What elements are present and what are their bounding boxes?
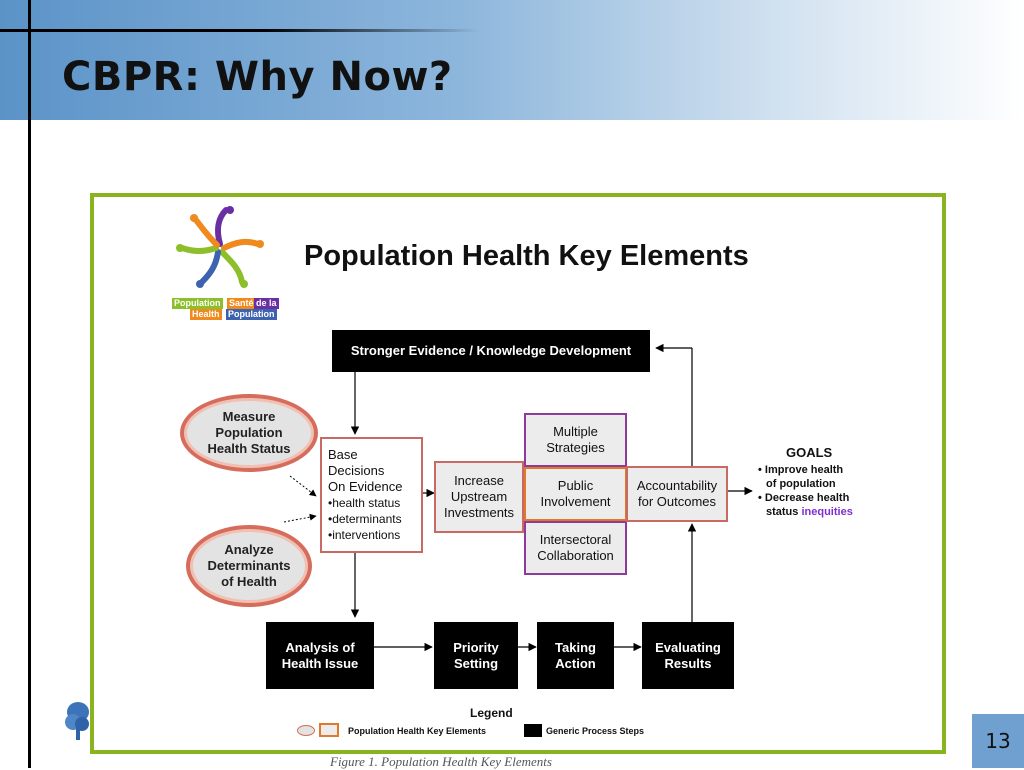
list-item: determinants	[328, 511, 415, 527]
legend-title: Legend	[470, 706, 513, 720]
logo-chip-population-fr: Population	[226, 309, 277, 320]
process-step-priority: Priority Setting	[434, 622, 518, 689]
goals-title: GOALS	[786, 445, 833, 460]
diagram-title: Population Health Key Elements	[304, 240, 749, 272]
public-involvement-box: Public Involvement	[524, 467, 627, 521]
figure-caption: Figure 1. Population Health Key Elements	[330, 754, 552, 769]
logo-chip-population: Population	[172, 298, 223, 309]
increase-upstream-box: Increase Upstream Investments	[434, 461, 524, 533]
process-step-evaluating: Evaluating Results	[642, 622, 734, 689]
tree-logo-icon	[65, 702, 89, 740]
accountability-box: Accountability for Outcomes	[626, 466, 728, 522]
legend-oval-swatch	[297, 725, 315, 736]
list-item: interventions	[328, 527, 415, 543]
knowledge-development-box: Stronger Evidence / Knowledge Developmen…	[332, 330, 650, 372]
slide-number: 13	[972, 714, 1024, 768]
goal-line: • Decrease health	[758, 492, 850, 504]
process-step-analysis: Analysis of Health Issue	[266, 622, 374, 689]
base-decisions-list: health status determinants interventions	[328, 495, 415, 543]
analyze-determinants-oval: Analyze Determinants of Health	[186, 525, 312, 607]
goal-line: • Improve health	[758, 464, 844, 476]
header-rule	[0, 29, 480, 32]
goal-status-text: status	[766, 506, 799, 518]
goal-line: of population	[766, 478, 836, 490]
multiple-strategies-box: Multiple Strategies	[524, 413, 627, 467]
base-decisions-box: Base Decisions On Evidence health status…	[320, 437, 423, 553]
population-health-logo-icon	[176, 206, 264, 288]
left-rule	[28, 0, 31, 768]
legend-rect-swatch	[319, 723, 339, 737]
header-band	[0, 0, 1024, 120]
measure-population-health-oval: Measure Population Health Status	[180, 394, 318, 472]
logo-chip-de-la: de la	[254, 298, 279, 309]
logo-chip-sante: Santé	[227, 298, 256, 309]
goals-list: • Improve health of population • Decreas…	[758, 463, 853, 519]
legend-black-swatch	[524, 724, 542, 737]
goal-line: status inequities	[758, 505, 853, 519]
base-decisions-heading: Base Decisions On Evidence	[328, 447, 403, 494]
process-step-action: Taking Action	[537, 622, 614, 689]
slide-title: CBPR: Why Now?	[62, 54, 453, 100]
legend-key-elements-label: Population Health Key Elements	[348, 726, 487, 736]
intersectoral-collaboration-box: Intersectoral Collaboration	[524, 521, 627, 575]
list-item: health status	[328, 495, 415, 511]
legend-generic-steps-label: Generic Process Steps	[546, 726, 645, 736]
logo-chip-health: Health	[190, 309, 222, 320]
goal-inequities-text: inequities	[801, 506, 853, 518]
